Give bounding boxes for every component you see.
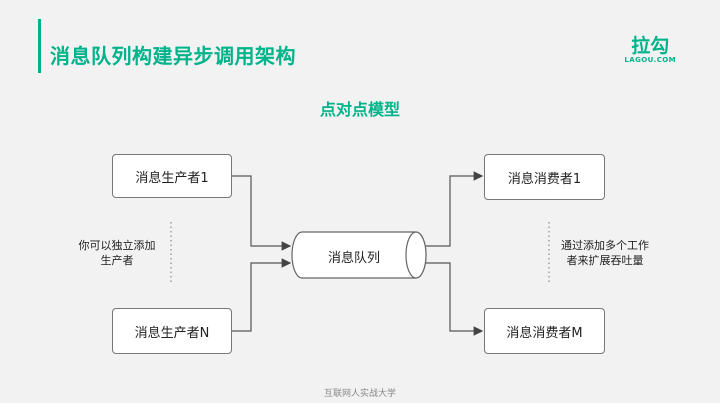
title-accent-bar xyxy=(38,19,41,73)
queue-label: 消息队列 xyxy=(327,251,380,266)
model-title: 点对点模型 xyxy=(319,100,400,119)
arrow-producerN-to-queue xyxy=(232,258,292,332)
producer-note: 你可以独立添加生产者 xyxy=(78,239,156,267)
producer-n-box: 消息生产者N xyxy=(112,308,232,354)
logo-text-cn: 拉勾 xyxy=(631,35,670,57)
producer-1-box: 消息生产者1 xyxy=(112,154,232,198)
queue-cylinder xyxy=(291,231,427,279)
slide-title: 消息队列构建异步调用架构 xyxy=(50,44,296,68)
consumer-note: 通过添加多个工作者来扩展吞吐量 xyxy=(561,239,649,267)
arrow-queue-to-consumer1 xyxy=(426,171,484,247)
logo-text-en: LAGOU.COM xyxy=(624,56,676,64)
consumer-m-box: 消息消费者M xyxy=(484,308,605,354)
consumer-1-box: 消息消费者1 xyxy=(484,154,605,200)
lagou-logo: 拉勾 LAGOU.COM xyxy=(624,36,676,65)
arrow-queue-to-consumerM xyxy=(426,262,484,336)
footer-text: 互联网人实战大学 xyxy=(323,389,396,399)
arrow-producer1-to-queue xyxy=(232,175,292,251)
